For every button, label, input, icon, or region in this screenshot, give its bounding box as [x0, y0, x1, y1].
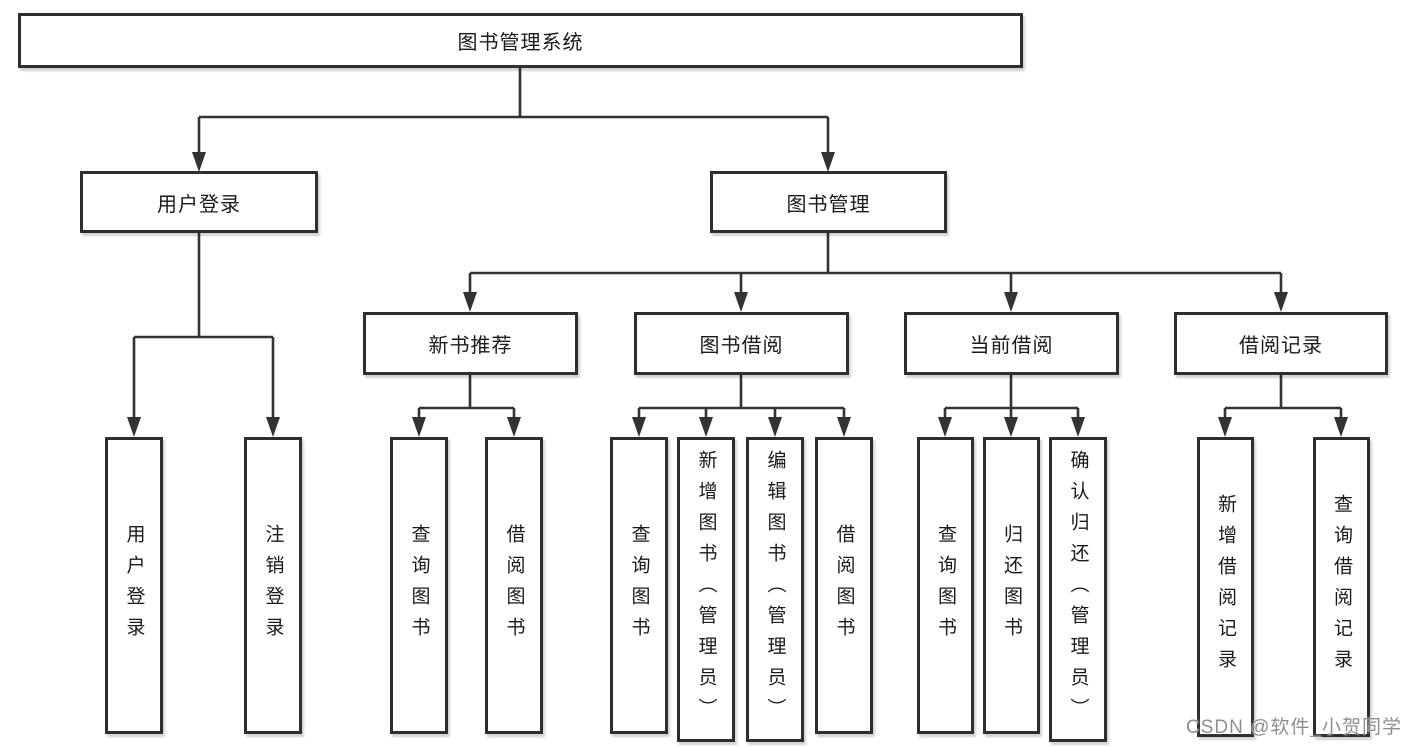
leaf-confirm-return-admin: 确认归还（管理员） — [1049, 437, 1107, 742]
leaf-query-books-borrow: 查询图书 — [610, 437, 668, 734]
leaf-add-book-admin: 新增图书（管理员） — [677, 437, 735, 742]
leaf-return-books: 归还图书 — [983, 437, 1040, 734]
leaf-add-borrow-record: 新增借阅记录 — [1197, 437, 1254, 737]
csdn-watermark: CSDN @软件_小贺同学 — [1186, 717, 1402, 738]
node-current-borrowing: 当前借阅 — [904, 312, 1119, 375]
leaf-query-books-current: 查询图书 — [917, 437, 974, 734]
leaf-borrow-books: 借阅图书 — [815, 437, 873, 734]
leaf-user-login: 用户登录 — [105, 437, 163, 734]
node-book-borrowing: 图书借阅 — [634, 312, 849, 375]
leaf-query-books-rec: 查询图书 — [390, 437, 448, 734]
node-borrowing-records: 借阅记录 — [1174, 312, 1388, 375]
leaf-logout: 注销登录 — [244, 437, 302, 734]
leaf-edit-book-admin: 编辑图书（管理员） — [746, 437, 804, 742]
node-user-login: 用户登录 — [80, 171, 318, 233]
node-book-management: 图书管理 — [710, 171, 947, 233]
node-new-book-recommendation: 新书推荐 — [363, 312, 578, 375]
leaf-borrow-books-rec: 借阅图书 — [485, 437, 543, 734]
leaf-query-borrow-record: 查询借阅记录 — [1313, 437, 1370, 737]
node-root: 图书管理系统 — [18, 13, 1023, 68]
